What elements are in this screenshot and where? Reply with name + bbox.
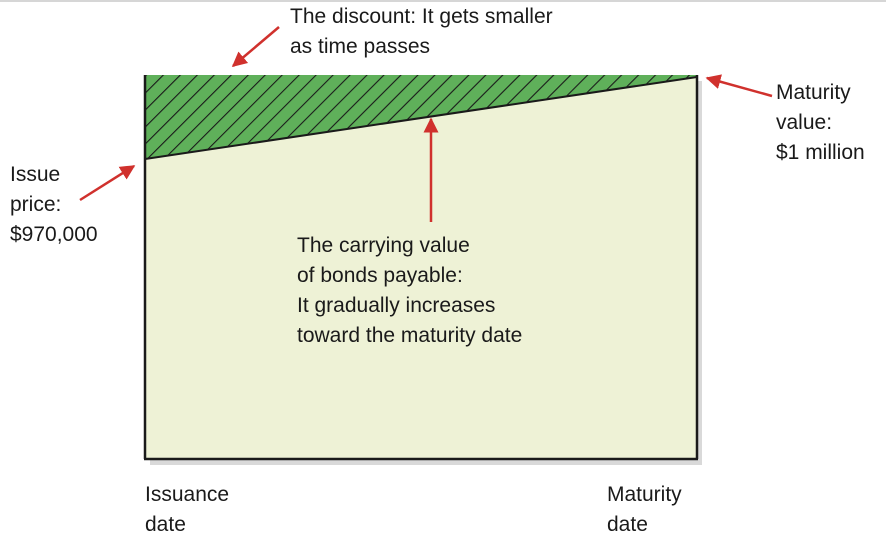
issue-price-label-line: $970,000: [10, 223, 98, 246]
issue-price-label-line: Issue: [10, 163, 61, 186]
discount-arrow: [231, 26, 280, 67]
carrying-value-label: The carrying value of bonds payable: It …: [297, 231, 522, 351]
discount-label: The discount: It gets smaller as time pa…: [290, 2, 553, 62]
issuance-date-label-line: Issuance: [145, 483, 230, 506]
maturity-value-label: Maturity value: $1 million: [776, 78, 865, 168]
maturity-date-label-line: date: [607, 513, 648, 536]
discount-label-line: as time passes: [290, 35, 431, 58]
carrying-value-line: [144, 76, 698, 160]
carrying-value-label-line: The carrying value: [297, 234, 470, 257]
maturity-date-label: Maturity date: [607, 480, 682, 540]
maturity-value-label-line: Maturity: [776, 81, 851, 104]
carrying-value-label-line: of bonds payable:: [297, 264, 463, 287]
maturity-value-arrow: [705, 74, 773, 98]
issue-price-label-line: price:: [10, 193, 62, 216]
maturity-value-label-line: $1 million: [776, 141, 865, 164]
issuance-date-label-line: date: [145, 513, 186, 536]
maturity-value-label-line: value:: [776, 111, 833, 134]
carrying-value-label-line: toward the maturity date: [297, 324, 523, 347]
issuance-date-label: Issuance date: [145, 480, 229, 540]
issue-price-label: Issue price: $970,000: [10, 160, 98, 250]
issue-price-arrow: [79, 164, 136, 202]
maturity-date-label-line: Maturity: [607, 483, 682, 506]
carrying-value-label-line: It gradually increases: [297, 294, 496, 317]
discount-label-line: The discount: It gets smaller: [290, 5, 553, 28]
